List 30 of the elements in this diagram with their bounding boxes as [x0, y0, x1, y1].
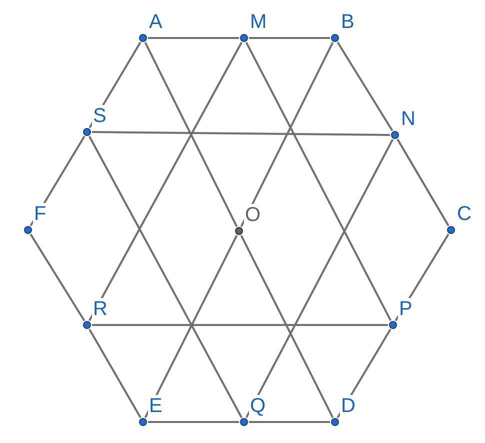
point-label: R — [92, 298, 108, 320]
point-label: E — [148, 395, 164, 417]
line-segment — [336, 42, 394, 132]
line-segment — [148, 421, 239, 423]
point-label: D — [340, 395, 356, 417]
line-segment — [144, 42, 238, 227]
line-segment — [30, 136, 86, 226]
line-segment — [92, 131, 390, 136]
line-segment — [88, 42, 142, 128]
line-segment — [30, 234, 86, 322]
point-label: F — [33, 203, 48, 225]
line-segment — [336, 328, 392, 418]
point-label: O — [244, 204, 262, 226]
point-label: S — [92, 105, 108, 127]
line-segment — [144, 235, 238, 418]
line-segment — [92, 324, 388, 326]
line-segment — [148, 37, 239, 39]
line-segment — [88, 328, 142, 418]
line-segment — [240, 235, 334, 418]
line-segment — [245, 42, 392, 322]
line-segment — [88, 42, 242, 322]
line-segment — [245, 138, 394, 418]
line-segment — [249, 37, 330, 39]
line-segment — [240, 42, 334, 227]
line-segment — [88, 136, 242, 418]
line-segment — [249, 421, 330, 423]
line-segment — [396, 138, 450, 226]
line-segment — [394, 234, 450, 322]
point-label: Q — [249, 395, 267, 417]
point-label: P — [398, 298, 414, 320]
